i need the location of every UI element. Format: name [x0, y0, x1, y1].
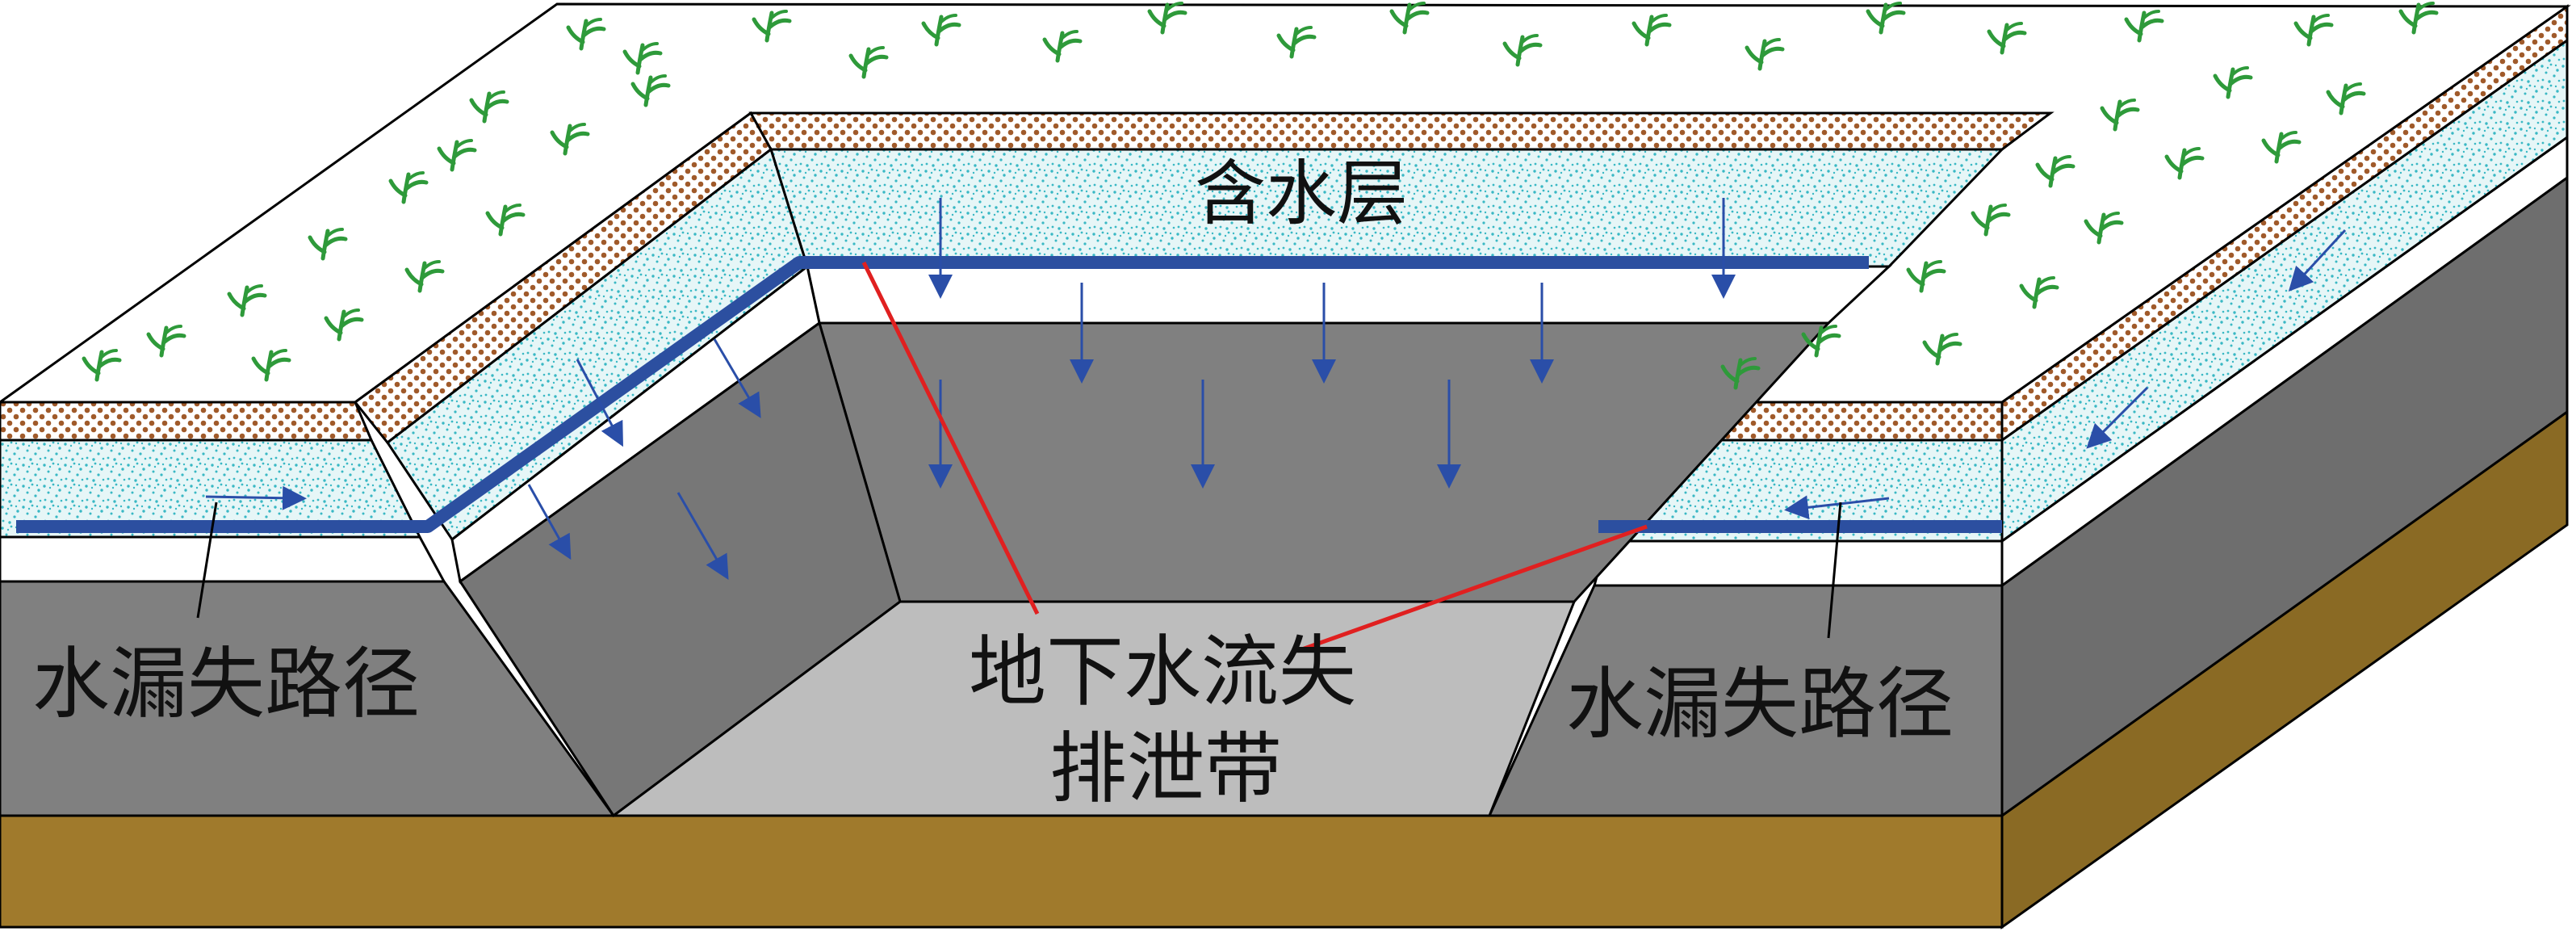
leak-path-right-pointer [1827, 502, 1842, 639]
right-front-white [1593, 539, 2004, 587]
drain-zone-label-line2: 排泄带 [1049, 724, 1282, 814]
leak-path-left-pointer [196, 502, 218, 619]
flow-arrows [205, 198, 2347, 580]
pit-back-white [806, 265, 1892, 325]
right-front-bedrock [1487, 584, 2004, 817]
drain-zone-label-line1: 地下水流失 [969, 627, 1356, 717]
base-layer-front [0, 814, 2004, 929]
drain-zone-pointer-2 [1299, 524, 1648, 653]
pit-floor [609, 600, 1577, 817]
aquifer-label: 含水层 [1195, 152, 1408, 235]
drain-zone-pointer-1 [861, 261, 1040, 615]
groundwater-level-line [16, 256, 1869, 533]
pit-back-crust [748, 111, 2055, 151]
leak-path-label-right: 水漏失路径 [1566, 659, 1954, 749]
left-front-white [0, 535, 446, 583]
left-front-crust [0, 401, 374, 442]
leak-path-label-left: 水漏失路径 [32, 639, 420, 729]
